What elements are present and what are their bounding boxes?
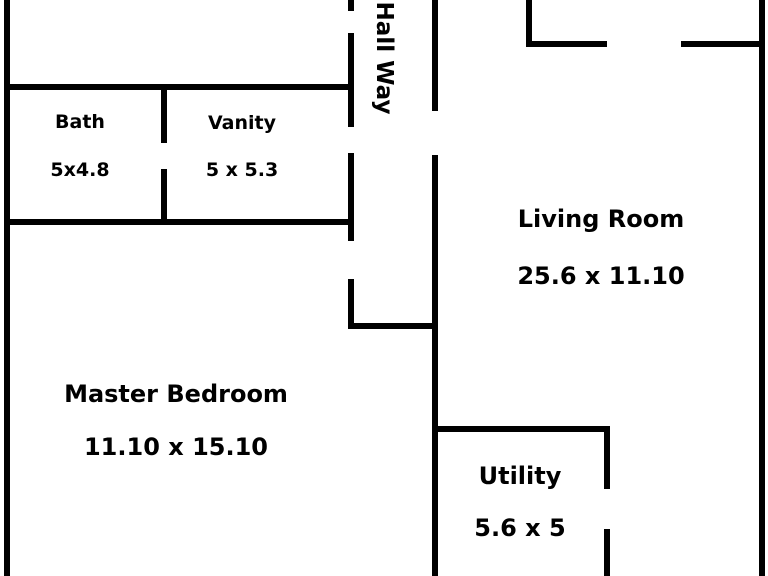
living-room-dimensions: 25.6 x 11.10 [517, 262, 685, 290]
utility-dimensions: 5.6 x 5 [474, 514, 566, 542]
utility-label: Utility [478, 462, 562, 490]
hallway-label: Hall Way [371, 1, 397, 115]
bath-label: Bath [55, 111, 105, 133]
living-room-label: Living Room [517, 205, 685, 233]
master-bedroom-label: Master Bedroom [64, 380, 288, 408]
vanity-dimensions: 5 x 5.3 [205, 159, 279, 181]
vanity-label: Vanity [208, 112, 276, 134]
master-bedroom-dimensions: 11.10 x 15.10 [83, 433, 269, 461]
bath-dimensions: 5x4.8 [50, 159, 110, 181]
